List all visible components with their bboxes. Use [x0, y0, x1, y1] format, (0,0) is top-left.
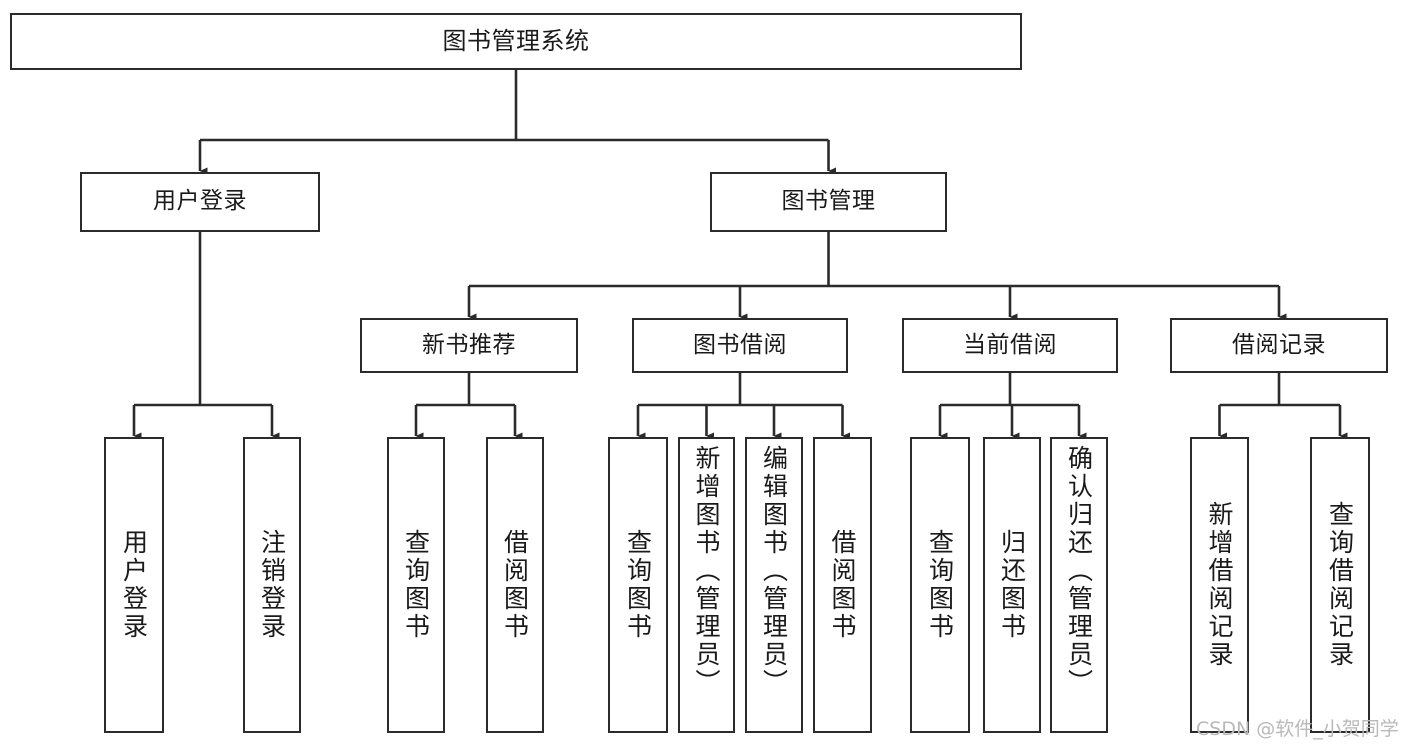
node-label: 借阅图书: [500, 529, 530, 641]
node-new-book-recommend[interactable]: 新书推荐: [360, 318, 578, 373]
node-leaf-query-book-2[interactable]: 查询图书: [608, 437, 668, 733]
node-label: 注销登录: [257, 529, 287, 641]
node-leaf-logout-login[interactable]: 注销登录: [243, 437, 301, 733]
node-leaf-query-borrow-record[interactable]: 查询借阅记录: [1310, 437, 1370, 733]
node-leaf-add-borrow-record[interactable]: 新增借阅记录: [1190, 437, 1249, 733]
node-label: 确认归还（管理员）: [1064, 445, 1094, 697]
node-label: 借阅图书: [828, 529, 857, 641]
node-label: 图书管理系统: [442, 27, 590, 56]
node-leaf-user-login[interactable]: 用户登录: [104, 437, 164, 733]
node-label: 编辑图书（管理员）: [759, 445, 789, 697]
node-label: 查询图书: [401, 529, 431, 641]
node-label: 查询图书: [925, 529, 955, 641]
node-label: 新增借阅记录: [1205, 501, 1234, 669]
node-label: 新书推荐: [422, 331, 516, 358]
node-label: 新增图书（管理员）: [692, 445, 721, 697]
node-leaf-confirm-return-admin[interactable]: 确认归还（管理员）: [1050, 437, 1108, 733]
csdn-watermark: CSDN @软件_小贺同学: [1196, 718, 1399, 740]
node-label: 查询图书: [623, 529, 653, 641]
node-leaf-query-book-1[interactable]: 查询图书: [387, 437, 445, 733]
node-user-login[interactable]: 用户登录: [80, 172, 320, 232]
node-leaf-query-book-3[interactable]: 查询图书: [910, 437, 970, 733]
node-book-borrow[interactable]: 图书借阅: [632, 318, 848, 373]
node-label: 借阅记录: [1232, 331, 1326, 358]
node-label: 归还图书: [997, 529, 1027, 641]
node-leaf-return-book[interactable]: 归还图书: [983, 437, 1041, 733]
node-leaf-edit-book-admin[interactable]: 编辑图书（管理员）: [745, 437, 803, 733]
node-borrow-record[interactable]: 借阅记录: [1170, 318, 1388, 373]
node-label: 图书借阅: [693, 331, 787, 358]
node-label: 查询借阅记录: [1325, 501, 1355, 669]
node-label: 用户登录: [119, 529, 149, 641]
node-leaf-add-book-admin[interactable]: 新增图书（管理员）: [678, 437, 735, 733]
node-label: 当前借阅: [963, 331, 1057, 358]
node-leaf-borrow-book-2[interactable]: 借阅图书: [813, 437, 872, 733]
node-root-system[interactable]: 图书管理系统: [10, 13, 1022, 70]
node-book-manage[interactable]: 图书管理: [710, 172, 947, 232]
node-label: 图书管理: [781, 188, 876, 215]
node-leaf-borrow-book-1[interactable]: 借阅图书: [486, 437, 544, 733]
node-current-borrow[interactable]: 当前借阅: [902, 318, 1118, 373]
node-label: 用户登录: [153, 188, 247, 215]
